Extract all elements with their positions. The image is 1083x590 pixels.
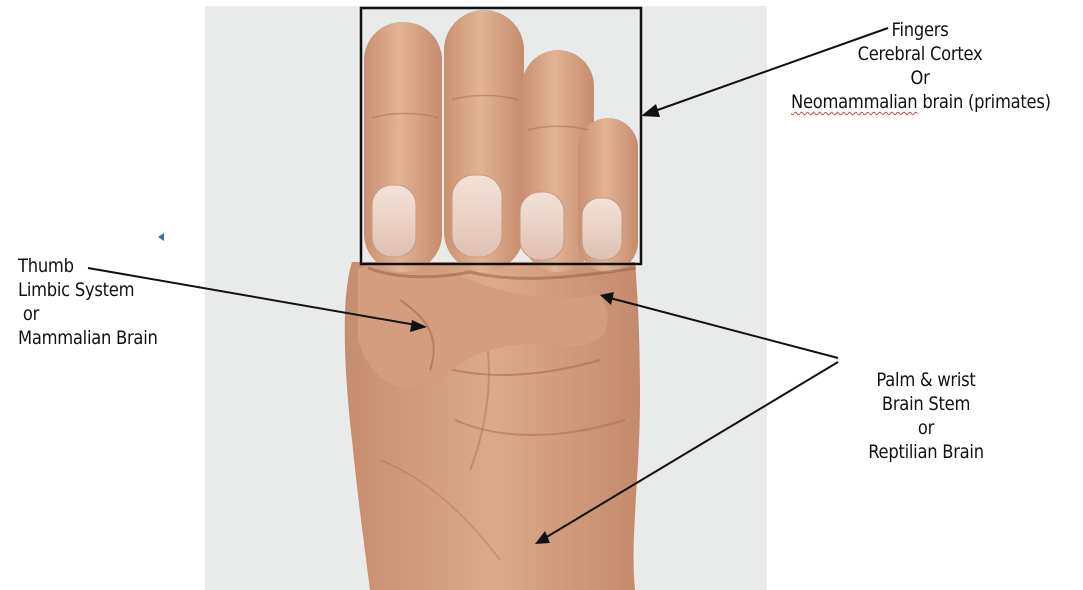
thumb-label-line: Mammalian Brain <box>18 326 158 350</box>
fingers-label-line: Neomammalian brain (primates) <box>791 90 1049 114</box>
palm-label: Palm & wrist Brain Stem or Reptilian Bra… <box>823 368 1029 464</box>
palm-label-line: or <box>823 416 1029 440</box>
spellcheck-flagged-word: Neomammalian <box>791 91 917 113</box>
thumb-label: Thumb Limbic System or Mammalian Brain <box>18 254 158 350</box>
fingers-label-line: Or <box>791 66 1049 90</box>
thumb-label-line: or <box>18 302 158 326</box>
nail-little <box>582 198 622 260</box>
stray-mark <box>158 233 164 241</box>
fingers-label-line: Cerebral Cortex <box>791 42 1049 66</box>
nail-ring <box>520 192 564 260</box>
fingers-label: Fingers Cerebral Cortex Or Neomammalian … <box>791 18 1049 114</box>
thumb-label-line: Thumb <box>18 254 158 278</box>
palm-label-line: Brain Stem <box>823 392 1029 416</box>
fingers-label-line: Fingers <box>791 18 1049 42</box>
thumb-label-line: Limbic System <box>18 278 158 302</box>
palm-label-line: Palm & wrist <box>823 368 1029 392</box>
fingers-label-rest: brain (primates) <box>917 91 1050 113</box>
nail-middle <box>452 175 502 257</box>
palm-label-line: Reptilian Brain <box>823 440 1029 464</box>
nail-index <box>372 185 416 257</box>
